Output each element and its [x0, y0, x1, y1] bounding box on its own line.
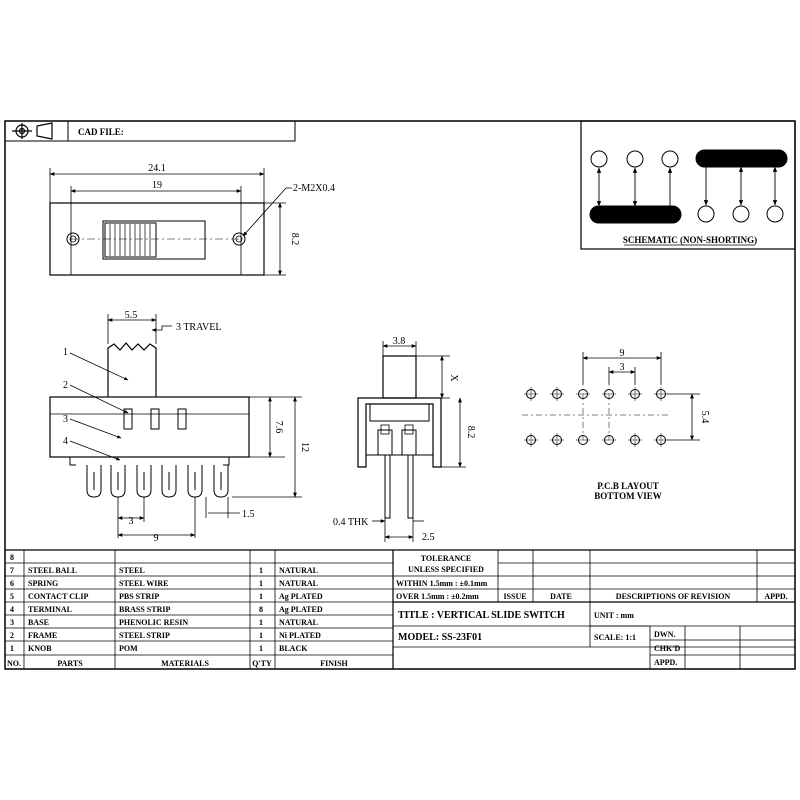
bom-row-part: STEEL BALL [28, 566, 77, 575]
top-height-label: 8.2 [289, 233, 300, 246]
side-span-label: 9 [154, 533, 159, 544]
appd-label: APPD. [654, 658, 677, 667]
tolerance-title: TOLERANCE [421, 554, 472, 563]
bom-row-material: BRASS STRIP [119, 605, 170, 614]
bom-header-qty: Q'TY [252, 659, 272, 668]
top-width-holes-label: 19 [152, 180, 162, 191]
bom-header-materials: MATERIALS [161, 659, 209, 668]
scale-label: SCALE: 1:1 [594, 633, 636, 642]
bom-row-no: 1 [10, 644, 14, 653]
top-view [49, 168, 292, 276]
bom-row-finish: Ni PLATED [279, 631, 321, 640]
bom-row-finish: NATURAL [279, 566, 318, 575]
bom-row-finish: NATURAL [279, 579, 318, 588]
side-view [49, 314, 302, 538]
bom-row-no: 5 [10, 592, 14, 601]
callout-3-label: 3 [63, 414, 68, 425]
hole-callout-label: 2-M2X0.4 [293, 183, 335, 194]
schematic [580, 120, 796, 250]
bom-row-material: PHENOLIC RESIN [119, 618, 188, 627]
tolerance-line1: WITHIN 1.5mm : ±0.1mm [396, 579, 488, 588]
revision-descriptions-header: DESCRIPTIONS OF REVISION [616, 592, 731, 601]
bom-row-finish: Ag PLATED [279, 605, 323, 614]
bom-row-qty: 1 [259, 579, 263, 588]
bom-row-qty: 1 [259, 644, 263, 653]
header: CAD FILE: [4, 120, 296, 142]
bom-row-material: STEEL STRIP [119, 631, 170, 640]
cad-file-label: CAD FILE: [78, 127, 124, 137]
pin-span-label: 2.5 [422, 532, 435, 543]
bom-row-part: FRAME [28, 631, 57, 640]
callout-4-label: 4 [63, 436, 68, 447]
chkd-label: CHK'D [654, 644, 680, 653]
tolerance-line2: OVER 1.5mm : ±0.2mm [396, 592, 479, 601]
model-label: MODEL: SS-23F01 [398, 632, 482, 643]
bom-row-qty: 1 [259, 618, 263, 627]
revision-date-header: DATE [550, 592, 572, 601]
bom-row-material: PBS STRIP [119, 592, 159, 601]
pcb-caption-line1: P.C.B LAYOUT [597, 481, 659, 491]
bom-headers: NO. PARTS MATERIALS Q'TY FINISH [7, 659, 349, 668]
bom-row-material: STEEL [119, 566, 145, 575]
callout-2-label: 2 [63, 380, 68, 391]
bom-row-part: SPRING [28, 579, 58, 588]
callout-1-label: 1 [63, 347, 68, 358]
side-body-height-label: 7.6 [273, 421, 284, 434]
projection-symbol-icon [12, 122, 53, 140]
bom-row-finish: BLACK [279, 644, 308, 653]
bom-row-material: POM [119, 644, 138, 653]
tolerance-subtitle: UNLESS SPECIFIED [408, 565, 484, 574]
top-width-overall-label: 24.1 [148, 163, 166, 174]
travel-label: 3 TRAVEL [176, 322, 221, 333]
side-pitch-label: 3 [129, 516, 134, 527]
end-knob-x-label: X [448, 374, 459, 382]
revision-issue-header: ISSUE [503, 592, 526, 601]
end-view [357, 341, 466, 542]
title-block-grid [393, 549, 795, 669]
drawing-border [4, 120, 796, 670]
bom-header-finish: FINISH [320, 659, 348, 668]
bom-row-qty: 8 [259, 605, 263, 614]
bom-table [5, 549, 394, 669]
unit-label: UNIT : mm [594, 611, 634, 620]
revision-appd-header: APPD. [764, 592, 787, 601]
bom-row-part: KNOB [28, 644, 52, 653]
bom-row-no: 3 [10, 618, 14, 627]
bom-row-no: 2 [10, 631, 14, 640]
end-height-label: 8.2 [465, 426, 476, 439]
dwn-label: DWN. [654, 630, 676, 639]
bom-row-no: 8 [10, 553, 14, 562]
pcb-pitch-label: 3 [620, 362, 625, 373]
pcb-row-spacing-label: 5.4 [699, 411, 710, 424]
bom-row-part: BASE [28, 618, 49, 627]
bom-row-no: 6 [10, 579, 14, 588]
pcb-caption-line2: BOTTOM VIEW [594, 491, 661, 501]
thickness-label: 0.4 THK [333, 517, 369, 528]
bom-row-qty: 1 [259, 631, 263, 640]
bom-row-qty: 1 [259, 592, 263, 601]
bom-row-qty: 1 [259, 566, 263, 575]
bom-header-no: NO. [7, 659, 21, 668]
bom-row-part: TERMINAL [28, 605, 72, 614]
pcb-layout [522, 352, 700, 447]
schematic-caption: SCHEMATIC (NON-SHORTING) [623, 235, 757, 245]
drawing-title: TITLE : VERTICAL SLIDE SWITCH [398, 610, 565, 621]
pcb-span-label: 9 [620, 348, 625, 359]
bom-row-part: CONTACT CLIP [28, 592, 88, 601]
end-knob-width-label: 3.8 [393, 336, 406, 347]
side-pin-dim-label: 1.5 [242, 509, 255, 520]
bom-row-no: 4 [10, 605, 14, 614]
bom-row-finish: Ag PLATED [279, 592, 323, 601]
bom-header-parts: PARTS [57, 659, 83, 668]
side-total-height-label: 12 [299, 442, 310, 452]
bom-row-material: STEEL WIRE [119, 579, 168, 588]
bom-row-finish: NATURAL [279, 618, 318, 627]
bom-row-no: 7 [10, 566, 14, 575]
knob-width-label: 5.5 [125, 310, 138, 321]
